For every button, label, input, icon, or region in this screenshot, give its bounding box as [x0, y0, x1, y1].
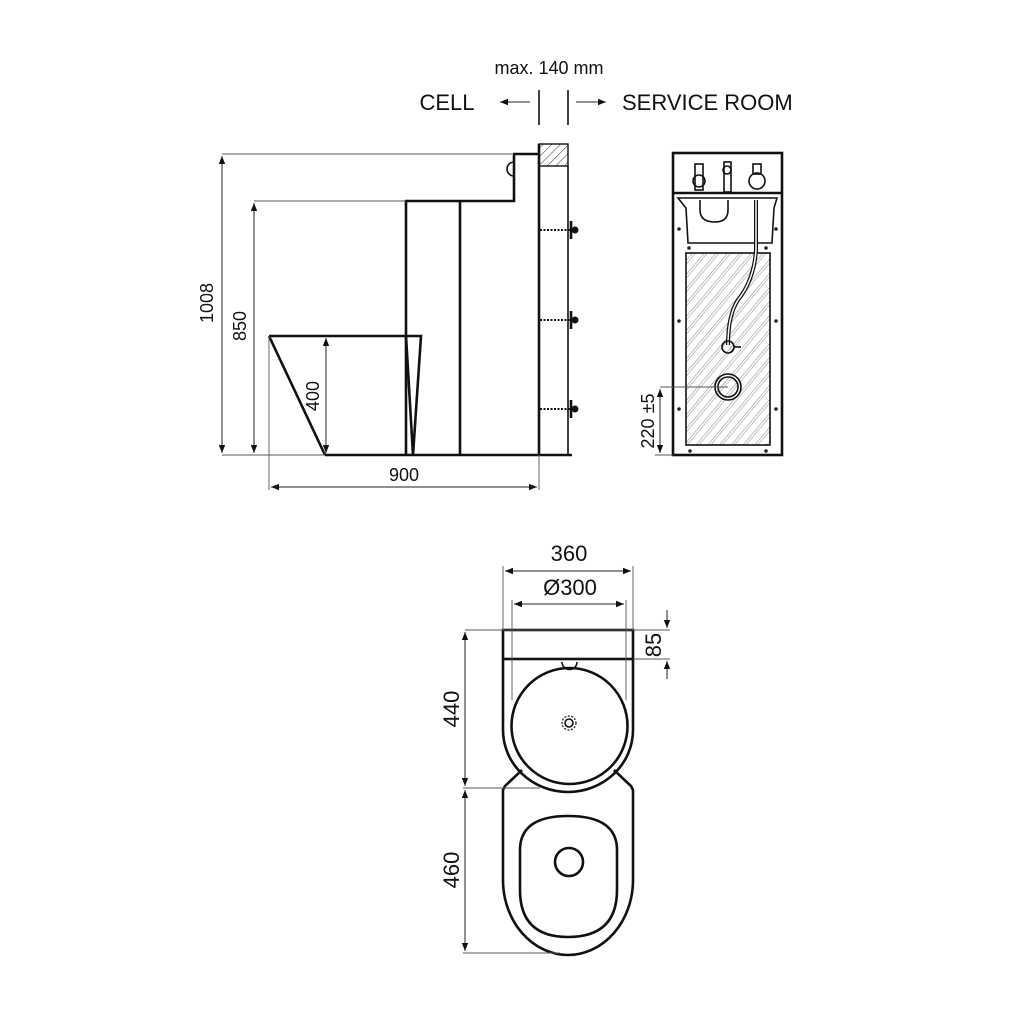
toilet-seat-opening — [518, 814, 619, 939]
side-view: 1008 850 400 900 — [197, 143, 579, 491]
dim-seat-length: 460 — [439, 852, 464, 889]
wall-section-hatch — [538, 143, 569, 167]
pipe-loop — [699, 200, 729, 223]
service-room-label: SERVICE ROOM — [622, 90, 793, 115]
dim-total-height: 1008 — [197, 283, 217, 323]
button-icon — [506, 161, 515, 177]
service-view: 220 ±5 — [638, 151, 784, 457]
dim-bowl-diameter: Ø300 — [543, 575, 597, 600]
dim-shelf-height: 850 — [230, 311, 250, 341]
wall-fixings — [540, 221, 579, 418]
wall-thickness-header: max. 140 mm CELL SERVICE ROOM — [419, 58, 793, 125]
dim-width: 360 — [551, 541, 588, 566]
dim-basin-length: 440 — [439, 691, 464, 728]
basin-drain-icon — [564, 718, 574, 728]
valves-icon — [692, 161, 766, 193]
toilet-drain — [553, 846, 585, 878]
dim-drain-height: 220 ±5 — [638, 394, 658, 449]
dim-panel-depth: 85 — [641, 633, 666, 657]
access-panel — [685, 252, 771, 446]
cell-label: CELL — [419, 90, 474, 115]
dim-seat-height: 400 — [303, 381, 323, 411]
basin-bowl — [510, 666, 629, 786]
dim-depth: 900 — [389, 465, 419, 485]
top-view: 360 Ø300 85 440 460 — [439, 541, 671, 957]
max-wall-label: max. 140 mm — [494, 58, 603, 78]
